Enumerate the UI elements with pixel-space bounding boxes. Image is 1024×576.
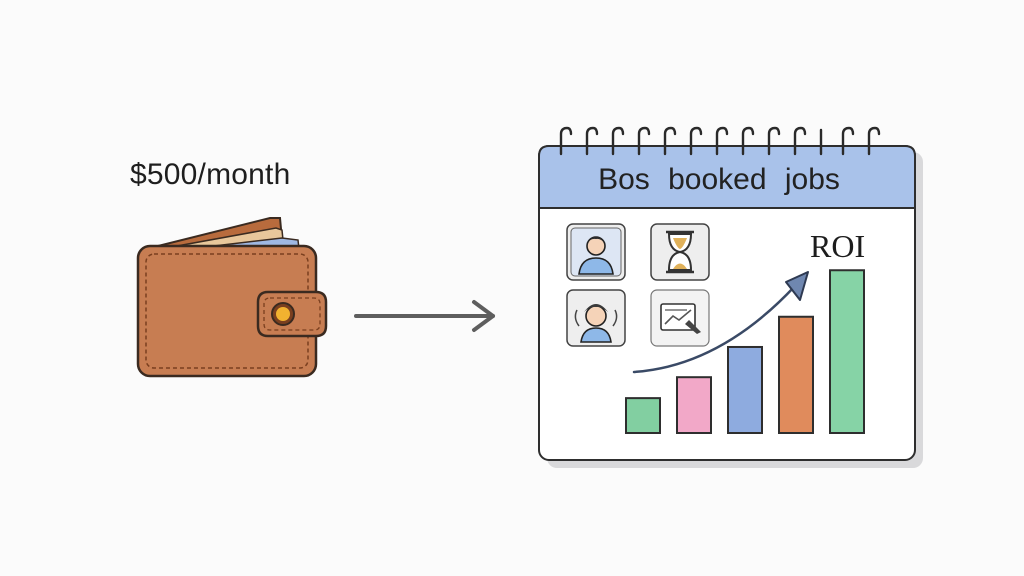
bar-5 — [829, 269, 865, 434]
price-label: $500/month — [130, 158, 291, 191]
stressed-person-icon — [566, 289, 626, 347]
bar-4 — [778, 315, 814, 434]
chart-card-icon — [650, 289, 710, 347]
roi-label: ROI — [810, 228, 866, 264]
trend-arrow-icon — [632, 271, 809, 374]
hourglass-icon — [650, 223, 710, 281]
wallet-icon — [136, 217, 328, 378]
arrow-right-icon — [354, 300, 495, 332]
bar-1 — [625, 397, 661, 434]
user-icon — [566, 223, 626, 281]
bar-2 — [676, 376, 712, 435]
spiral-binding — [559, 126, 881, 156]
calendar-title: Bos booked jobs — [598, 163, 840, 196]
bar-3 — [727, 345, 763, 435]
